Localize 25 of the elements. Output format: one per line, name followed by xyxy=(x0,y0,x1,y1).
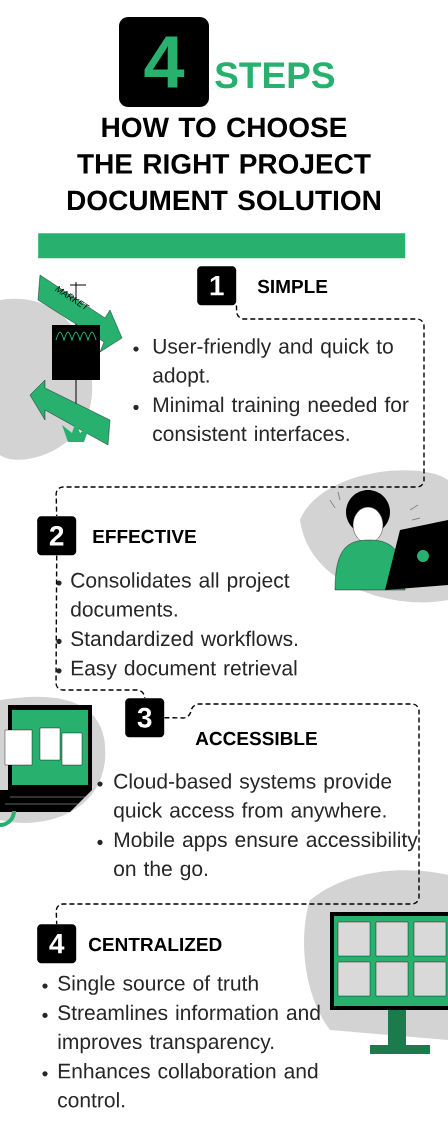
bullet-item: Minimal training needed for consistent interfaces. xyxy=(133,396,409,442)
dashed-connector xyxy=(55,703,420,925)
bullet-item: Streamlines information and improves transparency. xyxy=(42,1004,320,1054)
step-heading: ACCESSIBLE xyxy=(195,731,317,746)
dashed-connector xyxy=(55,304,425,517)
title-text: HOW TO CHOOSE THE RIGHT PROJECT DOCUMENT SOLUTION xyxy=(68,117,380,211)
bullet-item: Consolidates all project documents. xyxy=(56,572,290,617)
bullet-item: User-friendly and quick to adopt. xyxy=(133,338,393,387)
number-badge: 1 xyxy=(197,266,237,306)
bullet-item: Enhances collaboration and control. xyxy=(42,1063,318,1108)
number-badge: 3 xyxy=(125,698,165,738)
step-heading: CENTRALIZED xyxy=(89,937,222,952)
bullet-item: Mobile apps ensure accessibility on the go. xyxy=(97,831,418,881)
heading-text: STEPS xyxy=(215,62,335,89)
step-heading: EFFECTIVE xyxy=(93,529,196,544)
step-heading: SIMPLE xyxy=(257,279,328,294)
bullet-item: Single source of truth xyxy=(42,975,258,995)
number-badge: 4 xyxy=(37,924,77,964)
number-badge: 2 xyxy=(37,516,77,556)
bullet-item: Easy document retrieval xyxy=(56,660,297,680)
dashed-connector xyxy=(55,554,146,699)
bullet-item: Standardized workflows. xyxy=(56,630,297,647)
number-badge: 4 xyxy=(119,17,209,107)
divider-bar xyxy=(38,233,406,259)
bullet-item: Cloud-based systems provide quick access from anywhere. xyxy=(97,773,392,822)
